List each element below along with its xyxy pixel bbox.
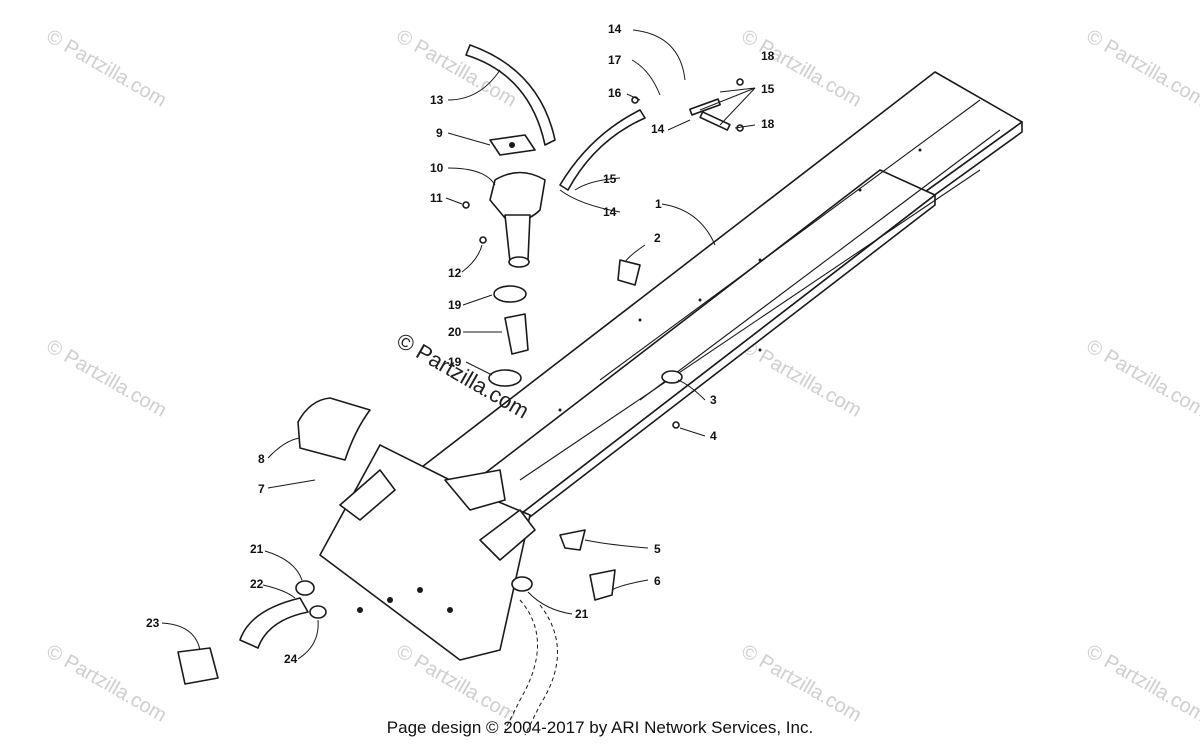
leader-lines <box>161 29 756 660</box>
part-21-clamp <box>295 580 315 596</box>
part-11-screw <box>462 201 470 209</box>
part-8-shield <box>297 397 371 461</box>
callout-14-top: 14 <box>608 22 622 36</box>
part-6-bracket <box>589 569 616 601</box>
watermark: © Partzilla.com <box>1083 335 1200 421</box>
watermark: © Partzilla.com <box>738 335 866 421</box>
callout-19-top: 19 <box>448 298 462 312</box>
callout-7: 7 <box>258 482 265 496</box>
callout-15-low: 15 <box>603 172 617 186</box>
page-footer: Page design © 2004-2017 by ARI Network S… <box>386 718 814 737</box>
part-20-coupler <box>504 313 529 355</box>
callout-13: 13 <box>430 93 444 107</box>
callout-22: 22 <box>250 577 264 591</box>
callout-14-low: 14 <box>603 205 617 219</box>
callout-14-mid: 14 <box>651 122 665 136</box>
part-1-heat-exchanger <box>417 71 1023 541</box>
part-15-hose-fittings <box>559 78 744 191</box>
part-3-grommet <box>661 370 683 384</box>
watermark: © Partzilla.com <box>1083 640 1200 726</box>
watermark: © Partzilla.com <box>43 25 171 111</box>
part-5-bracket <box>559 529 586 551</box>
callout-9: 9 <box>436 126 443 140</box>
part-9-gasket <box>489 134 536 156</box>
watermark: © Partzilla.com <box>738 25 866 111</box>
lower-hose-outline <box>504 599 558 736</box>
watermark: © Partzilla.com <box>43 335 171 421</box>
callout-1: 1 <box>655 197 662 211</box>
part-23-bellows <box>177 647 219 685</box>
callout-4: 4 <box>710 429 717 443</box>
part-10-filler-neck <box>489 171 546 268</box>
part-22-elbow-hose <box>239 597 309 649</box>
callout-11: 11 <box>430 191 443 205</box>
callout-21-right: 21 <box>575 607 589 621</box>
callout-15-top: 15 <box>761 82 775 96</box>
callout-20: 20 <box>448 325 462 339</box>
callout-10: 10 <box>430 161 444 175</box>
callout-16: 16 <box>608 86 622 100</box>
callout-17: 17 <box>608 53 622 67</box>
callout-labels: 1 2 3 4 5 6 7 8 9 10 11 12 13 14 14 14 1… <box>146 22 775 666</box>
callout-18-low: 18 <box>761 117 775 131</box>
callout-6: 6 <box>654 574 661 588</box>
callout-12: 12 <box>448 266 462 280</box>
callout-18-top: 18 <box>761 49 775 63</box>
part-19-clamp-lower <box>488 369 522 387</box>
callout-21-left: 21 <box>250 542 264 556</box>
part-13-hose <box>465 44 556 146</box>
callout-5: 5 <box>654 542 661 556</box>
part-19-clamp <box>493 285 527 303</box>
watermark: © Partzilla.com <box>1083 25 1200 111</box>
part-21-clamp-right <box>511 576 533 592</box>
rear-housing <box>319 444 536 661</box>
part-12-bolt <box>479 236 487 244</box>
watermark: © Partzilla.com <box>738 640 866 726</box>
callout-23: 23 <box>146 616 160 630</box>
part-4-bolt <box>672 421 680 429</box>
part-2-clip <box>617 259 641 286</box>
callout-3: 3 <box>710 393 717 407</box>
callout-24: 24 <box>284 652 298 666</box>
watermark: © Partzilla.com <box>43 640 171 726</box>
callout-19-low: 19 <box>448 355 462 369</box>
callout-2: 2 <box>654 231 661 245</box>
part-24-clamp <box>309 605 327 619</box>
callout-8: 8 <box>258 452 265 466</box>
